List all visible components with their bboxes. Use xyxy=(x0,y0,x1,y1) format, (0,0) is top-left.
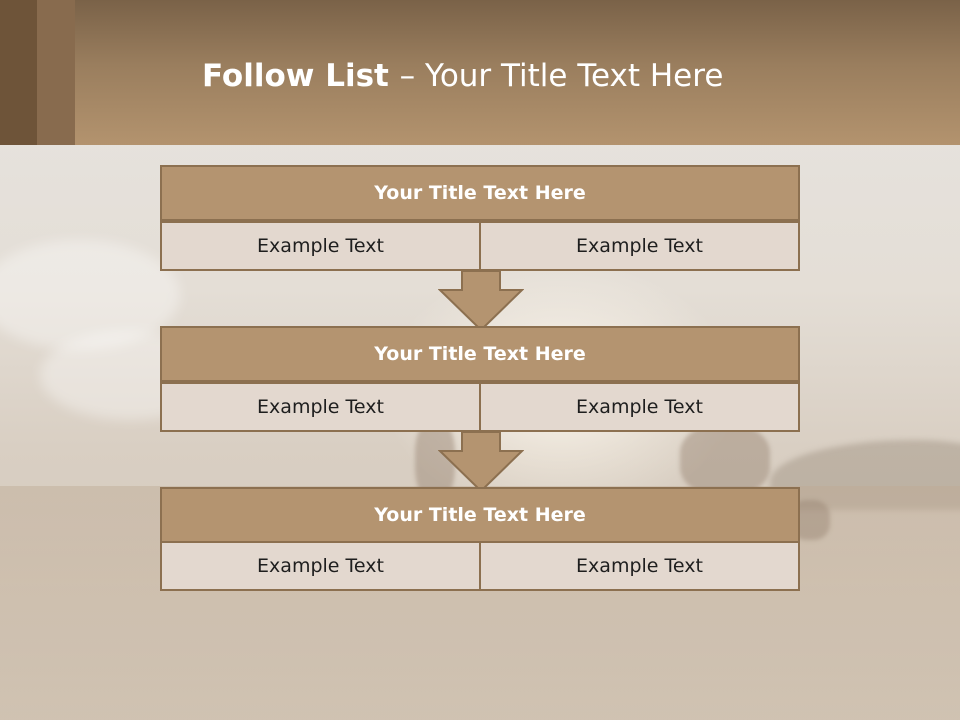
step-title: Your Title Text Here xyxy=(160,165,800,221)
step-cell-right: Example Text xyxy=(479,541,800,591)
header-accent-bar xyxy=(0,0,37,145)
step-block-2: Your Title Text Here Example Text Exampl… xyxy=(160,326,800,432)
slide-title-subtitle: – Your Title Text Here xyxy=(399,58,724,94)
step-cell-left: Example Text xyxy=(160,382,481,432)
step-title: Your Title Text Here xyxy=(160,487,800,543)
step-block-1: Your Title Text Here Example Text Exampl… xyxy=(160,165,800,271)
arrow-down-icon xyxy=(438,431,524,493)
step-cell-left: Example Text xyxy=(160,541,481,591)
slide-title-bold: Follow List xyxy=(202,58,400,94)
header-band: Follow List – Your Title Text Here xyxy=(0,0,960,145)
step-cell-right: Example Text xyxy=(479,382,800,432)
step-title: Your Title Text Here xyxy=(160,326,800,382)
step-cell-left: Example Text xyxy=(160,221,481,271)
header-accent-bar xyxy=(37,0,75,145)
step-cell-right: Example Text xyxy=(479,221,800,271)
step-block-3: Your Title Text Here Example Text Exampl… xyxy=(160,487,800,591)
slide-title: Follow List – Your Title Text Here xyxy=(202,56,723,96)
arrow-down-icon xyxy=(438,270,524,332)
